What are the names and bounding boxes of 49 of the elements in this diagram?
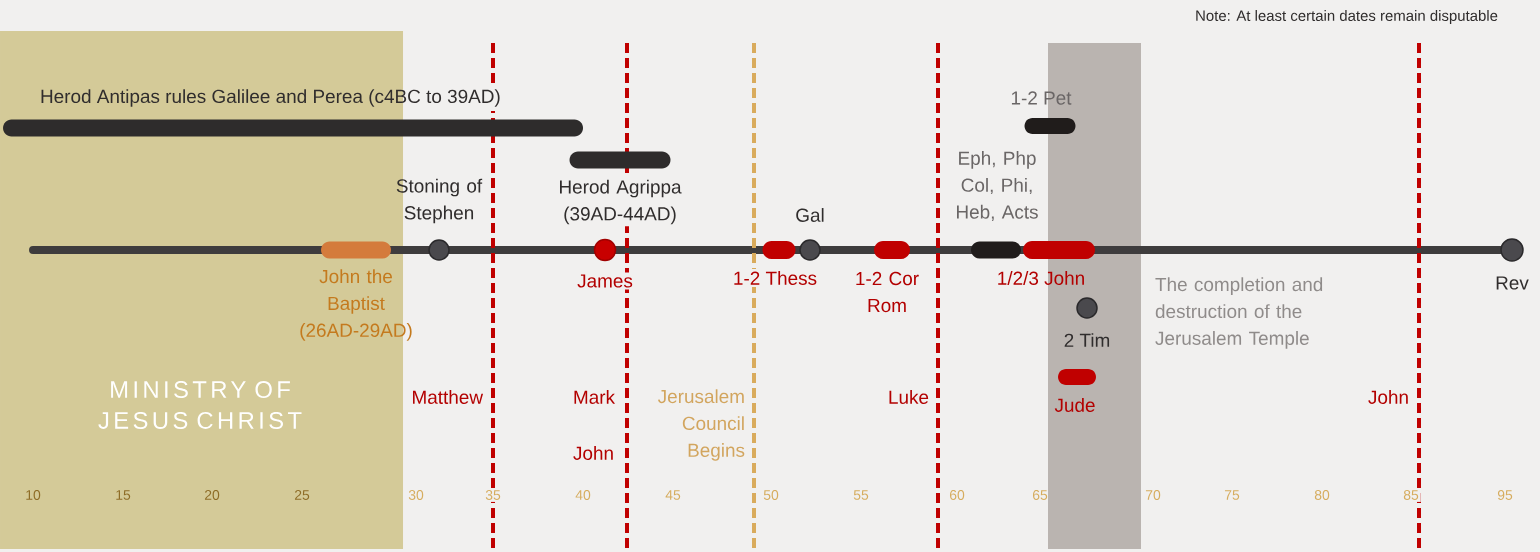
event-dot (799, 239, 821, 261)
timeline-bar (874, 241, 910, 259)
event-label: Rev (1496, 276, 1529, 290)
band-title: MINISTRY OF JESUS CHRIST (98, 381, 302, 429)
year-label: 20 (204, 490, 220, 500)
gospel-label: Mark (574, 390, 616, 404)
event-label: Jerusalem Council Begins (658, 389, 745, 461)
year-label: 85 (1401, 488, 1421, 502)
timeline-bar (762, 241, 796, 259)
event-dot (1076, 297, 1098, 319)
year-label: 80 (1314, 490, 1330, 500)
event-dot (1500, 238, 1524, 262)
timeline-bar (971, 241, 1021, 259)
timeline-bar (321, 241, 391, 259)
gospel-label: Matthew (413, 390, 484, 404)
year-label: 45 (665, 490, 681, 500)
gospel-label: John (573, 446, 613, 460)
event-label: Jude (1054, 398, 1095, 412)
gospel-label: John (1368, 390, 1408, 404)
timeline-bar (3, 119, 583, 137)
year-label: 30 (408, 490, 424, 500)
year-label: 15 (116, 490, 131, 500)
event-label: 2 Tim (1064, 333, 1110, 347)
year-label: 60 (949, 490, 965, 500)
year-label: 95 (1497, 490, 1513, 500)
year-label: 55 (853, 490, 869, 500)
event-label: 1/2/3 John (998, 271, 1084, 285)
event-dot (593, 238, 617, 262)
year-label: 75 (1224, 490, 1240, 500)
year-label: 10 (26, 490, 41, 500)
event-label: Herod Agrippa (39AD-44AD) (548, 177, 692, 227)
year-label: 40 (575, 490, 591, 500)
event-label: Stoning of Stephen (396, 178, 483, 224)
band-caption: The completion and destruction of the Jerusalem Temple (1155, 277, 1323, 349)
event-dot (428, 239, 450, 261)
event-label: James (575, 272, 635, 290)
note-text: Note: At least certain dates remain disputable (1196, 10, 1498, 24)
year-label: 25 (294, 490, 310, 500)
event-label: 1-2 Cor Rom (856, 271, 919, 313)
year-label: 50 (763, 490, 779, 500)
event-label: Eph, Php Col, Phi, Heb, Acts (957, 151, 1038, 221)
year-label: 70 (1145, 490, 1161, 500)
year-label: 65 (1032, 490, 1048, 500)
gospel-label: Luke (889, 390, 929, 404)
event-label: 1-2 Thess (730, 269, 820, 287)
event-label: Herod Antipas rules Galilee and Perea (c4BC to 39AD) (41, 86, 501, 111)
year-label: 35 (483, 488, 503, 502)
event-label: Gal (796, 208, 824, 222)
timeline-bar (569, 151, 671, 169)
